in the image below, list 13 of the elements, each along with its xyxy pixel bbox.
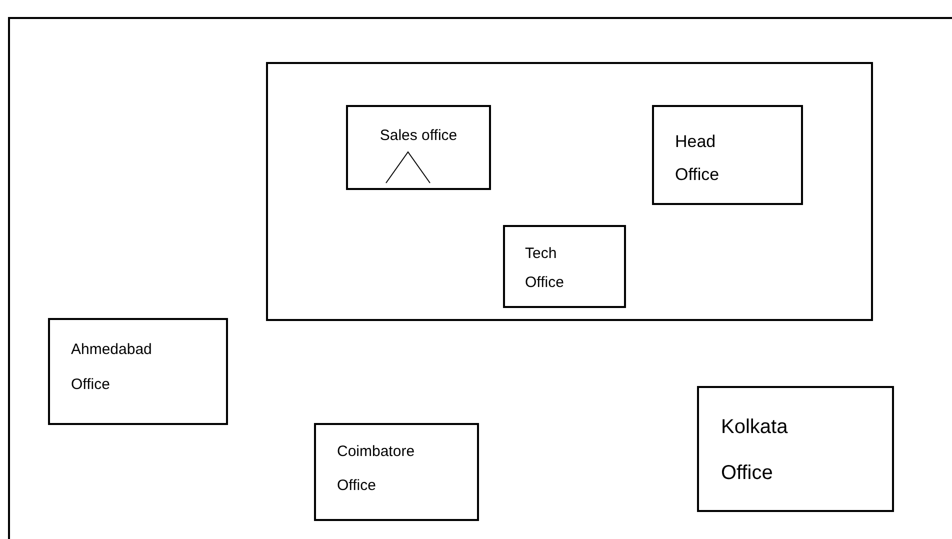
office-box — [314, 423, 479, 521]
office-label: Kolkata Office — [721, 415, 788, 486]
office-box — [652, 105, 803, 205]
office-box — [503, 225, 626, 308]
office-label: Head Office — [675, 131, 720, 186]
office-label: Sales office — [378, 126, 458, 146]
office-label: Ahmedabad Office — [71, 340, 152, 395]
office-box — [697, 386, 894, 512]
enclosure-box — [266, 62, 873, 321]
office-box — [346, 105, 491, 190]
office-label: Tech Office — [525, 244, 564, 293]
office-box — [48, 318, 228, 425]
office-label: Coimbatore Office — [337, 442, 415, 496]
